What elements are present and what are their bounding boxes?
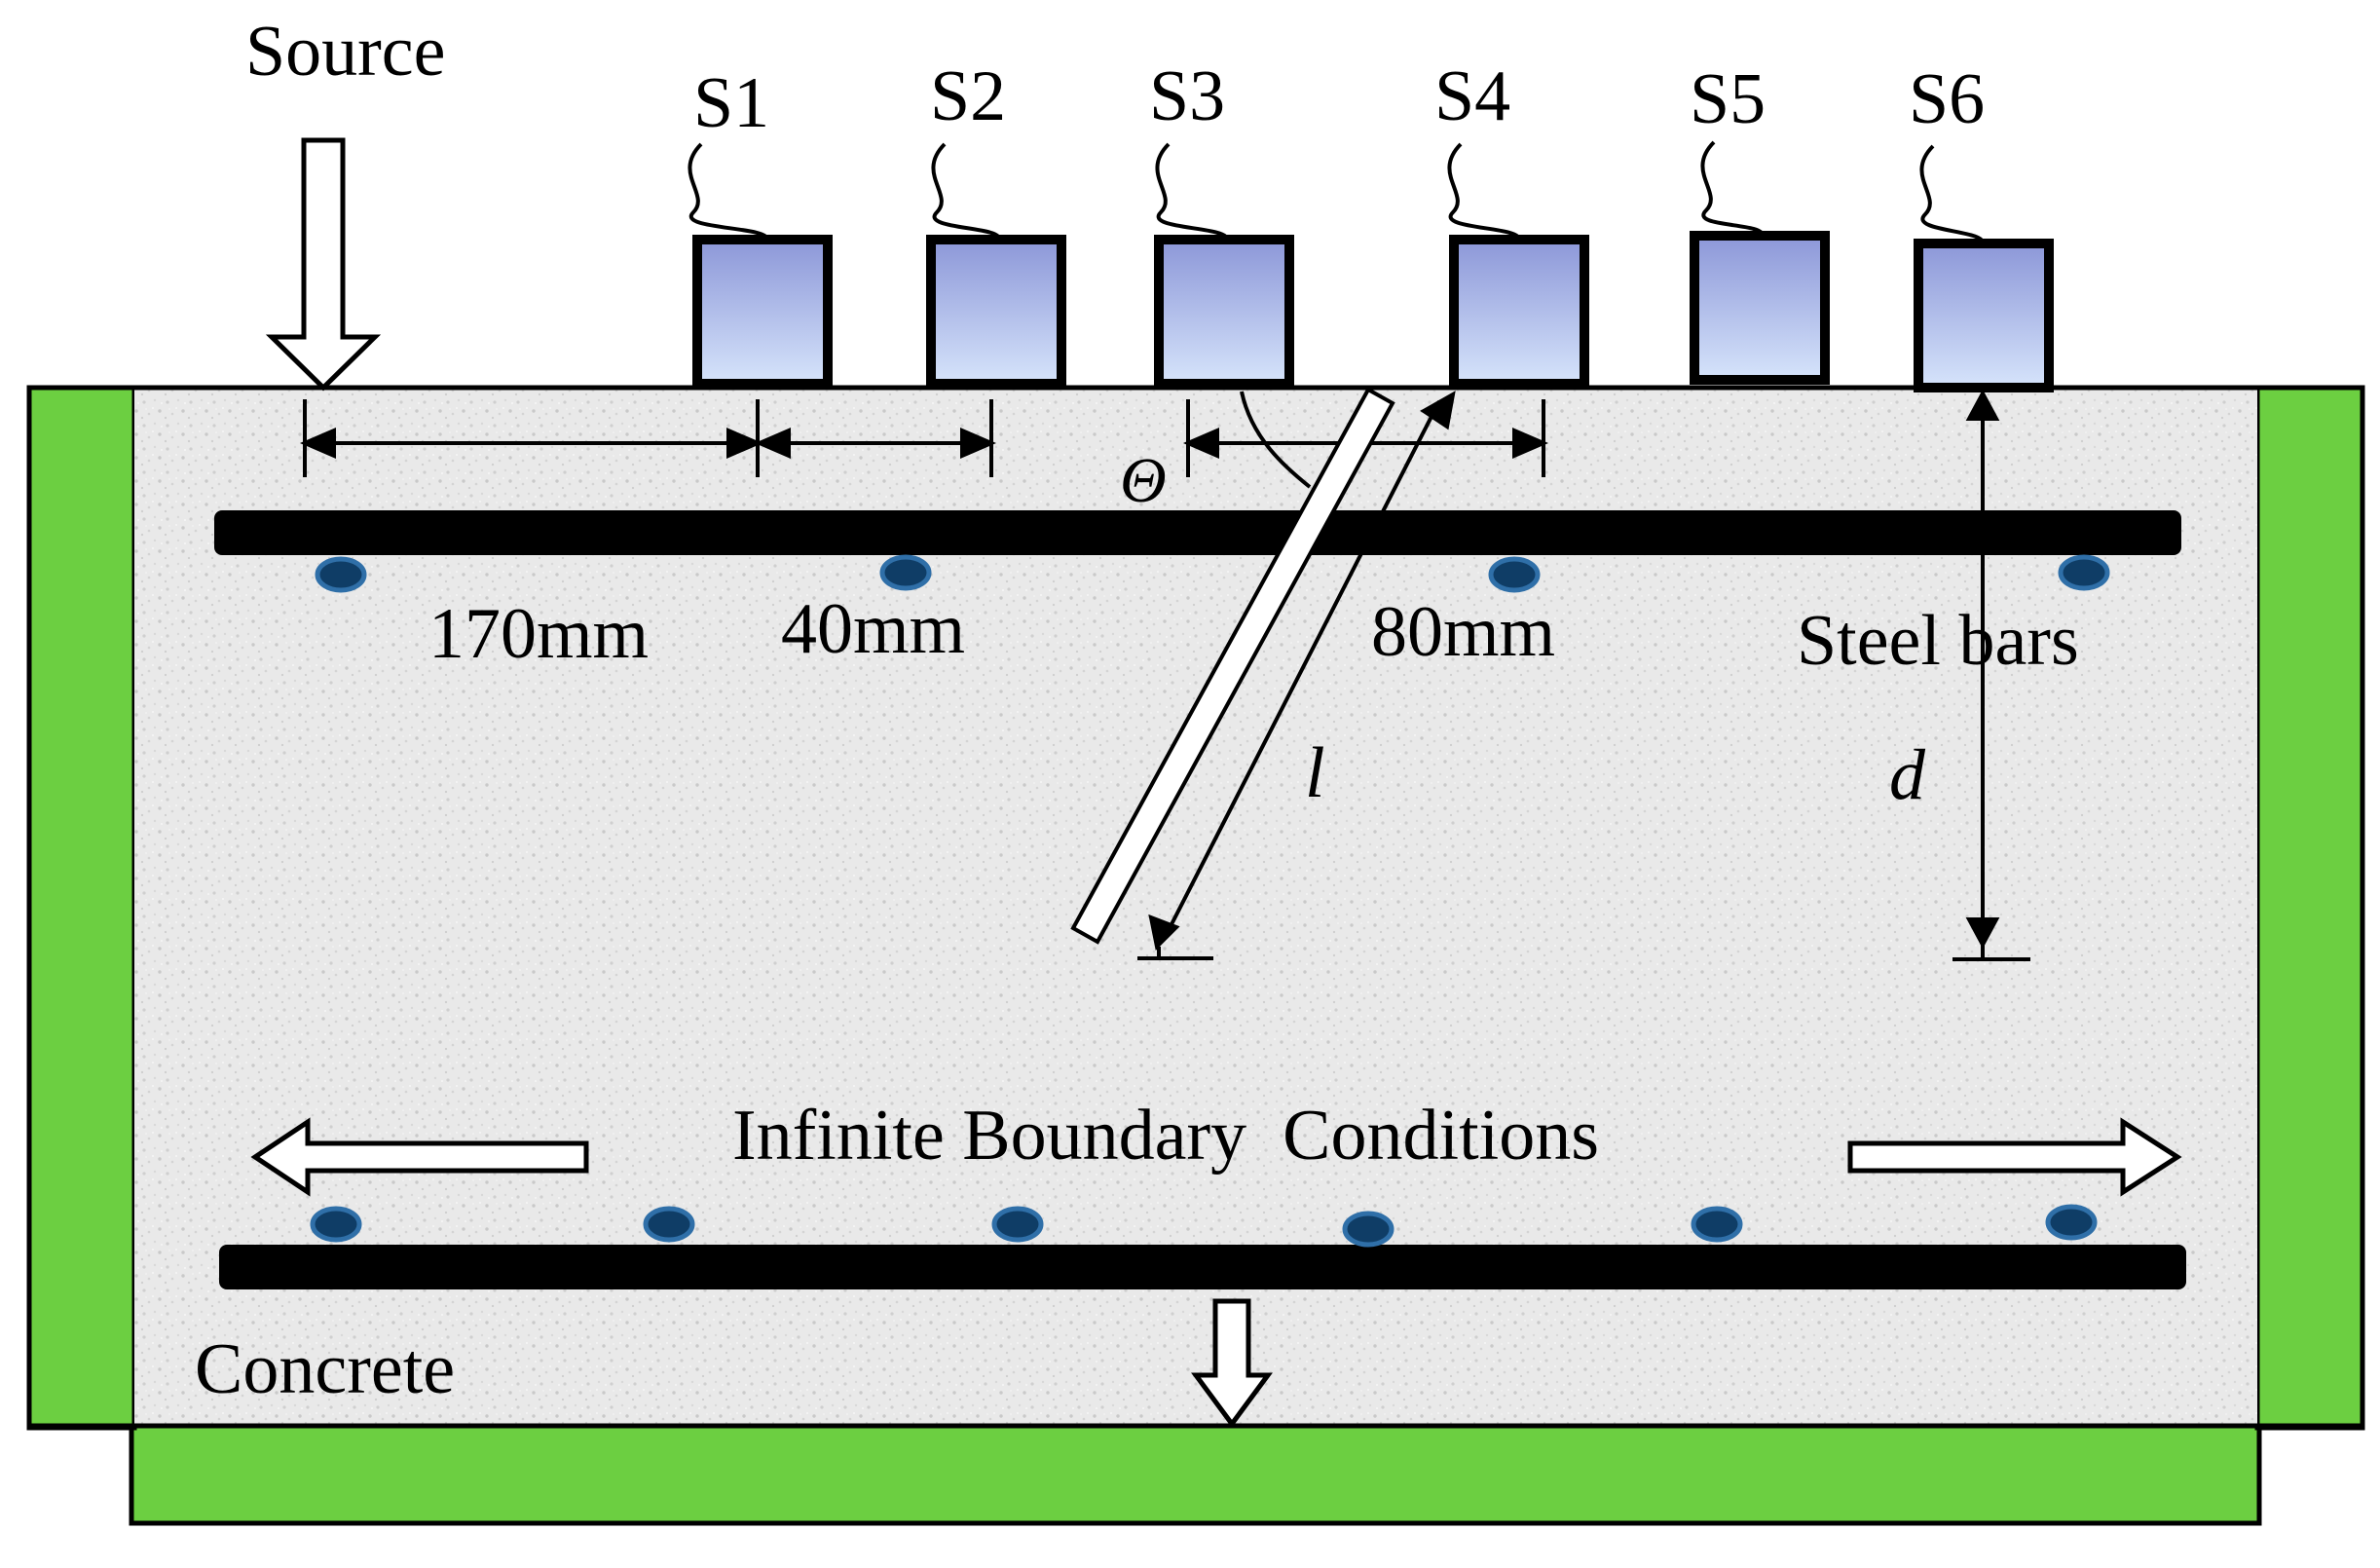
sensor-label-s1: S1 — [693, 63, 769, 143]
left-support — [26, 385, 137, 1431]
sensor-label-s4: S4 — [1434, 56, 1510, 136]
sensor-s2 — [926, 142, 1066, 389]
dimension-170mm — [299, 399, 763, 477]
boundary-right-arrow-icon — [1847, 1117, 2182, 1197]
source-label: Source — [245, 12, 446, 92]
boundary-label: Infinite Boundary Conditions — [732, 1096, 1599, 1176]
inclined-crack — [1070, 387, 1395, 945]
sensor-s3 — [1154, 142, 1294, 389]
bottom-rebar-dots — [310, 1204, 2098, 1248]
dim-80-label: 80mm — [1371, 592, 1555, 672]
theta-label: Θ — [1120, 445, 1167, 516]
dim-40-label: 40mm — [781, 589, 965, 669]
sensor-label-s6: S6 — [1909, 59, 1985, 139]
right-support — [2254, 385, 2365, 1431]
sensor-s4 — [1447, 142, 1589, 389]
source-arrow-icon — [265, 137, 382, 392]
sensor-s5 — [1690, 140, 1830, 385]
dimension-40mm — [754, 399, 997, 477]
sensor-s1 — [688, 142, 833, 389]
top-rebar-dots — [315, 554, 2110, 593]
sensor-label-s3: S3 — [1149, 56, 1225, 136]
boundary-left-arrow-icon — [250, 1117, 589, 1197]
crack-length-label: l — [1305, 733, 1325, 813]
angle-arc — [1240, 391, 1312, 489]
concrete-label: Concrete — [195, 1329, 455, 1409]
steel-bars-label: Steel bars — [1797, 601, 2079, 681]
depth-label: d — [1889, 735, 1926, 815]
boundary-bottom-arrow-icon — [1191, 1298, 1273, 1429]
depth-arrow — [1952, 389, 2030, 961]
sensor-label-s5: S5 — [1690, 59, 1766, 139]
bottom-steel-bar — [219, 1245, 2186, 1289]
top-steel-bar — [214, 510, 2181, 555]
crack-length-arrow — [1137, 391, 1456, 960]
sensor-s6 — [1914, 144, 2054, 392]
bottom-support — [129, 1421, 2262, 1526]
sensor-label-s2: S2 — [930, 56, 1006, 136]
dim-170-label: 170mm — [428, 594, 649, 674]
